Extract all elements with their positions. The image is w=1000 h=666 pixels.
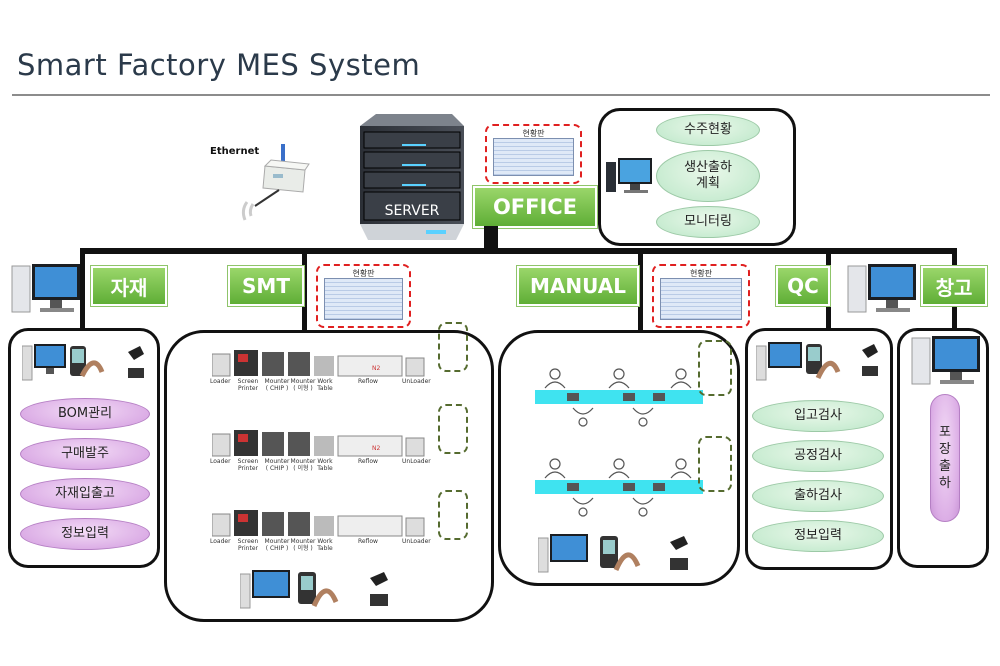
manual-dashboard-screen: 현황판 [652, 264, 750, 328]
smt-label-reflow: Reflow [358, 538, 378, 545]
smt-label-mounter-chip: Mounter ( CHIP ) [264, 458, 290, 472]
server-bus-connector [484, 226, 498, 252]
svg-text:N2: N2 [372, 445, 380, 452]
wireless-terminal-icon [438, 322, 468, 372]
screen-label: 현황판 [522, 129, 545, 138]
manual-line-1 [535, 368, 703, 427]
qc-item-outgoing-inspection: 출하검사 [752, 480, 884, 512]
smt-label-mounter-odd: Mounter ( 이형 ) [290, 538, 316, 552]
material-devices-icon [22, 344, 144, 381]
bus-drop-material [80, 248, 85, 332]
page-title: Smart Factory MES System [17, 48, 421, 82]
server-label: SERVER [384, 203, 440, 219]
smt-label-loader: Loader [210, 538, 231, 545]
smt-label-unloader: UnLoader [402, 378, 431, 385]
smt-label-work-table: Work Table [317, 458, 333, 472]
smt-tag: SMT [228, 266, 304, 306]
office-item-order-status: 수주현황 [656, 114, 760, 146]
title-divider [12, 94, 990, 96]
smt-label-reflow: Reflow [358, 378, 378, 385]
office-item-production-plan: 생산출하 계획 [656, 150, 760, 202]
smt-line-2: N2 [211, 424, 428, 462]
smt-panel [164, 330, 494, 622]
manual-tag: MANUAL [517, 266, 639, 306]
smt-label-unloader: UnLoader [402, 458, 431, 465]
warehouse-panel-pc-icon [911, 336, 980, 385]
office-pc-icon [606, 158, 652, 193]
qc-item-info-entry: 정보입력 [752, 520, 884, 552]
wireless-terminal-icon [438, 490, 468, 540]
manual-devices-icon [538, 534, 688, 573]
material-item-inout: 자재입출고 [20, 478, 150, 510]
warehouse-pc-icon [847, 264, 916, 313]
smt-label-reflow: Reflow [358, 458, 378, 465]
material-item-purchase-order: 구매발주 [20, 438, 150, 470]
smt-label-work-table: Work Table [317, 538, 333, 552]
wireless-terminal-icon [438, 404, 468, 454]
material-tag: 자재 [91, 266, 167, 306]
smt-label-screen-printer: Screen Printer [237, 458, 259, 472]
smt-label-loader: Loader [210, 378, 231, 385]
smt-devices-icon [240, 570, 388, 609]
office-dashboard-screen: 현황판 [485, 124, 582, 184]
smt-label-work-table: Work Table [317, 378, 333, 392]
smt-label-screen-printer: Screen Printer [237, 538, 259, 552]
smt-label-loader: Loader [210, 458, 231, 465]
wireless-terminal-icon [698, 340, 732, 396]
smt-line-1: N2 [211, 344, 428, 382]
smt-label-mounter-chip: Mounter ( CHIP ) [264, 538, 290, 552]
smt-label-unloader: UnLoader [402, 538, 431, 545]
warehouse-item-packing-shipping: 포 장 출 하 [930, 394, 960, 522]
ethernet-label: Ethernet [210, 146, 260, 157]
network-bus [80, 248, 956, 254]
wireless-terminal-icon [698, 436, 732, 492]
material-item-info-entry: 정보입력 [20, 518, 150, 550]
warehouse-tag: 창고 [921, 266, 987, 306]
qc-item-incoming-inspection: 입고검사 [752, 400, 884, 432]
smt-label-screen-printer: Screen Printer [237, 378, 259, 392]
office-tag: OFFICE [473, 186, 597, 228]
smt-label-mounter-odd: Mounter ( 이형 ) [290, 378, 316, 392]
bus-drop-smt [302, 248, 307, 332]
screen-label: 현황판 [352, 269, 375, 278]
material-item-bom: BOM관리 [20, 398, 150, 430]
bus-drop-manual [638, 248, 643, 332]
office-item-monitoring: 모니터링 [656, 206, 760, 238]
ethernet-device-icon [241, 144, 310, 221]
server-icon [360, 114, 464, 240]
qc-devices-icon [756, 342, 878, 381]
qc-item-process-inspection: 공정검사 [752, 440, 884, 472]
svg-text:N2: N2 [372, 365, 380, 372]
screen-label: 현황판 [689, 269, 713, 278]
material-pc-icon [11, 264, 80, 313]
smt-label-mounter-odd: Mounter ( 이형 ) [290, 458, 316, 472]
qc-tag: QC [776, 266, 830, 306]
smt-line-3 [211, 504, 428, 542]
smt-dashboard-screen: 현황판 [316, 264, 411, 328]
manual-line-2 [535, 458, 703, 517]
smt-label-mounter-chip: Mounter ( CHIP ) [264, 378, 290, 392]
